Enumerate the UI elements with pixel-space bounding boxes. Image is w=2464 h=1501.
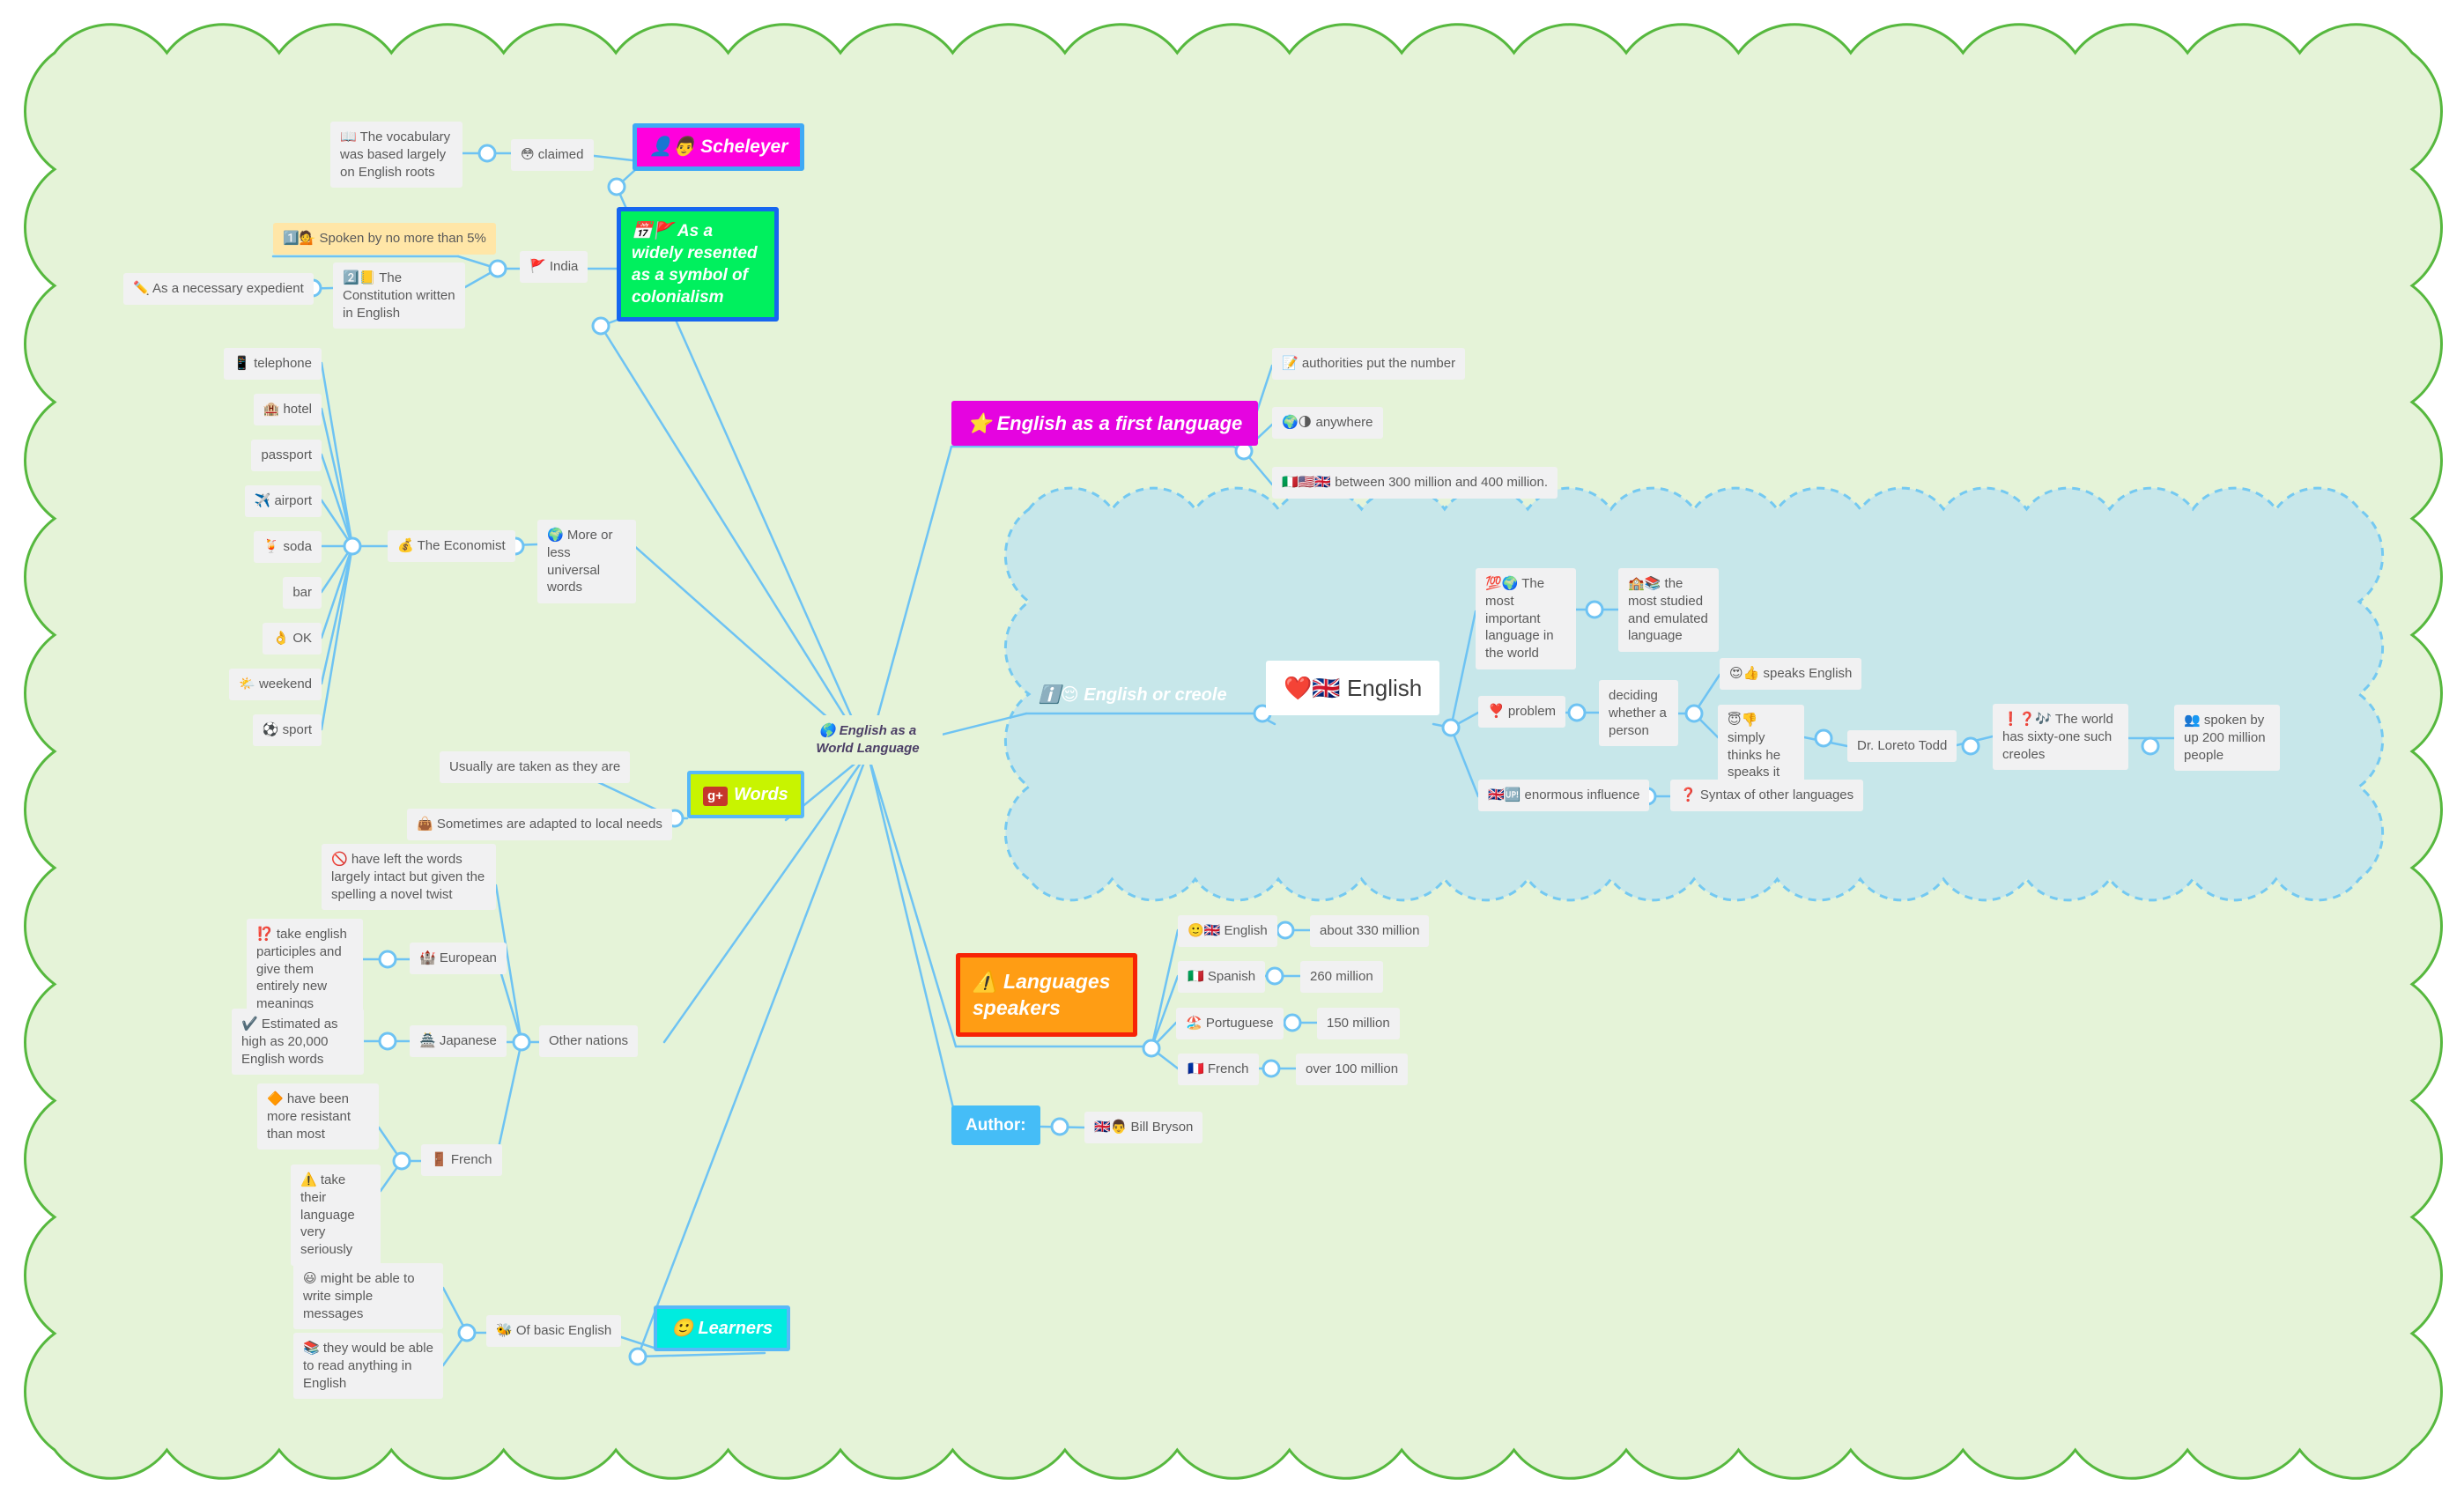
node-speaker-portuguese-count[interactable]: 150 million — [1317, 1008, 1400, 1039]
connector-circle[interactable] — [1050, 1117, 1069, 1136]
node-english-main[interactable]: ❤️🇬🇧 English — [1266, 661, 1440, 716]
connector-circle[interactable] — [512, 1032, 531, 1052]
inner-cloud-boundary — [1003, 486, 2385, 902]
connector-circle[interactable] — [343, 536, 362, 556]
node-sixty-one-creoles[interactable]: ❗❓🎶 The world has sixty-one such creoles — [1993, 704, 2128, 771]
node-problem[interactable]: ❣️ problem — [1478, 696, 1566, 728]
node-word-hotel[interactable]: 🏨 hotel — [253, 394, 322, 425]
node-spoken-200m[interactable]: 👥 spoken by up 200 million people — [2174, 705, 2280, 772]
node-word-soda[interactable]: 🍹 soda — [253, 531, 322, 563]
node-deciding[interactable]: deciding whether a person — [1599, 680, 1678, 747]
connector-circle[interactable] — [1684, 704, 1704, 723]
node-of-basic-english[interactable]: 🐝 Of basic English — [486, 1315, 622, 1347]
connector-circle[interactable] — [1265, 966, 1284, 986]
connector-circle[interactable] — [591, 316, 610, 336]
node-colonialism[interactable]: 📅🚩 As a widely resented as a symbol of c… — [617, 207, 779, 322]
node-write-messages[interactable]: 😃 might be able to write simple messages — [293, 1263, 443, 1330]
node-sometimes[interactable]: 👜 Sometimes are adapted to local needs — [407, 809, 672, 840]
node-speaker-english-count[interactable]: about 330 million — [1310, 915, 1430, 947]
connector-circle[interactable] — [2141, 736, 2160, 756]
connector-circle[interactable] — [1567, 703, 1587, 722]
node-have-left[interactable]: 🚫 have left the words largely intact but… — [322, 844, 496, 911]
node-india[interactable]: 🚩 India — [520, 251, 588, 283]
connector-circle[interactable] — [1441, 718, 1461, 737]
connector-circle[interactable] — [1262, 1059, 1281, 1078]
node-learners[interactable]: 🙂 Learners — [654, 1305, 790, 1352]
root-topic[interactable]: 🌎 English as a World Language — [793, 715, 943, 765]
node-word-weekend[interactable]: 🌤️ weekend — [229, 669, 322, 700]
node-speaker-portuguese[interactable]: 🏖️ Portuguese — [1176, 1008, 1284, 1039]
node-word-sport[interactable]: ⚽ sport — [252, 714, 322, 746]
node-first-language[interactable]: ⭐ English as a first language — [951, 401, 1259, 447]
node-resistant[interactable]: 🔶 have been more resistant than most — [257, 1083, 379, 1150]
node-seriously[interactable]: ⚠️ take their language very seriously — [291, 1165, 381, 1266]
connector-circle[interactable] — [488, 259, 507, 278]
node-estimated[interactable]: ✔️ Estimated as high as 20,000 English w… — [232, 1009, 364, 1076]
node-bill-bryson[interactable]: 🇬🇧👨 Bill Bryson — [1084, 1112, 1203, 1143]
node-universal-words[interactable]: 🌍 More or less universal words — [537, 520, 636, 604]
node-authorities[interactable]: 📝 authorities put the number — [1272, 348, 1466, 380]
node-between-millions[interactable]: 🇮🇹🇺🇸🇬🇧 between 300 million and 400 milli… — [1272, 467, 1558, 499]
connector-circle[interactable] — [1961, 736, 1980, 756]
node-expedient[interactable]: ✏️ As a necessary expedient — [123, 273, 314, 305]
connector-circle[interactable] — [1585, 600, 1604, 619]
node-french-nation[interactable]: 🚪 French — [421, 1144, 502, 1176]
connector-circle[interactable] — [1142, 1039, 1161, 1058]
node-words[interactable]: g+ Words — [687, 771, 804, 819]
node-word-bar[interactable]: bar — [283, 577, 322, 609]
node-word-passport[interactable]: passport — [251, 440, 322, 471]
connector-circle[interactable] — [378, 950, 397, 969]
connector-circle[interactable] — [378, 1031, 397, 1051]
node-loreto-todd[interactable]: Dr. Loreto Todd — [1847, 730, 1957, 762]
google-plus-icon: g+ — [703, 787, 728, 806]
node-most-important[interactable]: 💯🌍 The most important language in the wo… — [1476, 568, 1576, 669]
connector-circle[interactable] — [392, 1151, 411, 1171]
connector-circle[interactable] — [1276, 921, 1295, 940]
node-most-studied[interactable]: 🏫📚 the most studied and emulated languag… — [1618, 568, 1719, 653]
node-english-or-creole[interactable]: ℹ️😌 English or creole — [1039, 685, 1227, 705]
node-other-nations[interactable]: Other nations — [539, 1025, 639, 1057]
connector-circle[interactable] — [607, 177, 626, 196]
node-read-anything[interactable]: 📚 they would be able to read anything in… — [293, 1333, 443, 1400]
node-author[interactable]: Author: — [951, 1105, 1040, 1146]
node-word-airport[interactable]: ✈️ airport — [244, 485, 322, 517]
node-anywhere[interactable]: 🌍🌗 anywhere — [1272, 407, 1383, 439]
node-spoken-note[interactable]: 1️⃣💁 Spoken by no more than 5% — [273, 223, 496, 255]
node-claimed[interactable]: 😳 claimed — [511, 139, 594, 171]
node-scheleyer[interactable]: 👤👨 Scheleyer — [633, 123, 805, 171]
node-syntax-other[interactable]: ❓ Syntax of other languages — [1670, 780, 1864, 811]
node-word-telephone[interactable]: 📱 telephone — [224, 348, 322, 380]
node-speaker-spanish-count[interactable]: 260 million — [1300, 961, 1383, 993]
node-speaks-english[interactable]: 😍👍 speaks English — [1720, 658, 1862, 690]
connector-handles — [303, 144, 2160, 1366]
node-constitution[interactable]: 2️⃣📒 The Constitution written in English — [333, 262, 465, 329]
node-word-ok[interactable]: 👌 OK — [263, 623, 322, 654]
node-speaker-english[interactable]: 🙂🇬🇧 English — [1178, 915, 1277, 947]
node-european[interactable]: 🏰 European — [410, 943, 507, 974]
node-simply-thinks[interactable]: 😇👎 simply thinks he speaks it — [1718, 705, 1804, 789]
node-speaker-french-count[interactable]: over 100 million — [1296, 1054, 1409, 1085]
node-enormous-influence[interactable]: 🇬🇧🆙 enormous influence — [1478, 780, 1650, 811]
node-japanese[interactable]: 🏯 Japanese — [410, 1025, 507, 1057]
node-take-english[interactable]: ⁉️ take english participles and give the… — [247, 919, 363, 1020]
words-label: Words — [733, 785, 788, 804]
node-usually[interactable]: Usually are taken as they are — [440, 751, 631, 783]
connector-circle[interactable] — [628, 1347, 647, 1366]
node-speaker-spanish[interactable]: 🇮🇹 Spanish — [1178, 961, 1266, 993]
node-languages-speakers[interactable]: ⚠️ Languages speakers — [956, 953, 1137, 1037]
connector-circle[interactable] — [1814, 728, 1833, 748]
node-economist[interactable]: 💰 The Economist — [388, 530, 515, 562]
node-speaker-french[interactable]: 🇫🇷 French — [1178, 1054, 1259, 1085]
connector-circle[interactable] — [477, 144, 497, 163]
connector-circle[interactable] — [1283, 1013, 1302, 1032]
connector-circle[interactable] — [457, 1323, 477, 1342]
node-vocabulary-note[interactable]: 📖 The vocabulary was based largely on En… — [330, 122, 462, 189]
